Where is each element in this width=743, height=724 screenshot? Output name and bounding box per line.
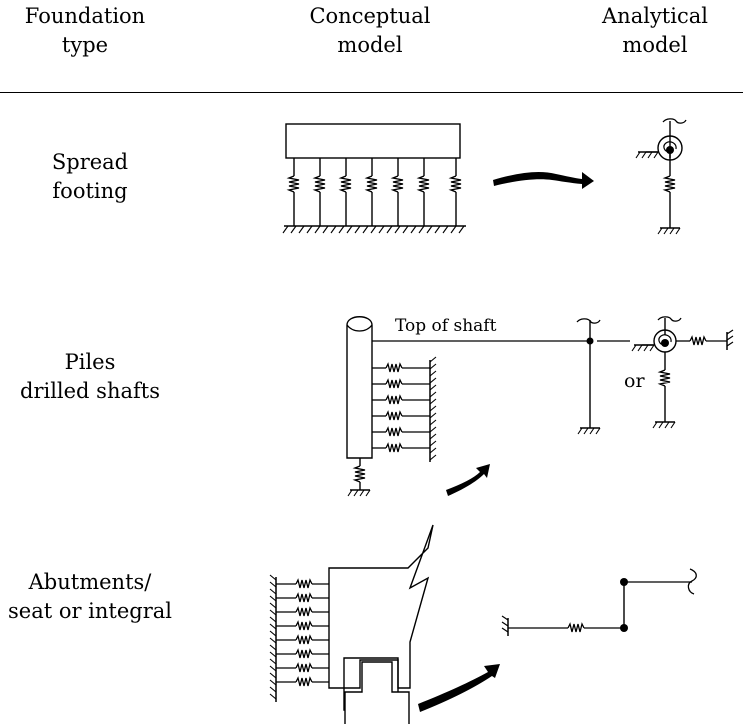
- footing-block: [285, 123, 461, 159]
- row-label-spread-footing: Spread footing: [0, 148, 180, 206]
- header-analytical-model-line1: Analytical: [602, 4, 708, 28]
- shaft-body: [346, 316, 373, 459]
- break-symbol: [687, 568, 697, 595]
- row-label-piles: Piles drilled shafts: [0, 348, 180, 406]
- piles-analytical-model-option-a: [576, 318, 630, 435]
- abutment-conceptual-model: [269, 524, 434, 724]
- footing-block: [344, 661, 410, 724]
- header-conceptual-model-line2: model: [337, 33, 403, 57]
- or-label: or: [624, 370, 645, 392]
- spread-footing-analytical-model: [635, 118, 687, 235]
- transform-arrow-abutment: [418, 664, 500, 712]
- row-label-piles-line2: drilled shafts: [20, 379, 160, 403]
- header-conceptual-model-line1: Conceptual: [309, 4, 431, 28]
- header-foundation-type-line2: type: [61, 33, 109, 57]
- row-label-abutments: Abutments/ seat or integral: [0, 568, 180, 626]
- header-divider-line: [0, 92, 743, 93]
- row-label-piles-line1: Piles: [64, 350, 116, 374]
- header-foundation-type-line1: Foundation: [24, 4, 146, 28]
- row-label-spread-line2: footing: [52, 179, 128, 203]
- row-label-abutments-line1: Abutments/: [28, 570, 152, 594]
- abutment-analytical-model: [501, 568, 697, 636]
- header-conceptual-model: Conceptual model: [270, 2, 470, 60]
- piles-analytical-model-option-b: [631, 316, 734, 429]
- piles-conceptual-model: Top of shaft: [346, 316, 590, 497]
- break-symbol: [662, 118, 687, 124]
- spread-footing-conceptual-model: [282, 123, 466, 234]
- top-of-shaft-label: Top of shaft: [395, 316, 497, 336]
- lateral-soil-springs: [372, 363, 430, 453]
- transform-arrow-piles: [446, 464, 490, 496]
- header-analytical-model: Analytical model: [575, 2, 735, 60]
- header-foundation-type: Foundation type: [0, 2, 170, 60]
- soil-springs: [282, 158, 466, 234]
- abutment-wall: [328, 524, 434, 689]
- row-label-abutments-line2: seat or integral: [7, 599, 173, 623]
- header-analytical-model-line2: model: [622, 33, 688, 57]
- row-label-spread-line1: Spread: [51, 150, 129, 174]
- transform-arrow-spread: [493, 172, 594, 189]
- backfill-springs: [276, 579, 329, 687]
